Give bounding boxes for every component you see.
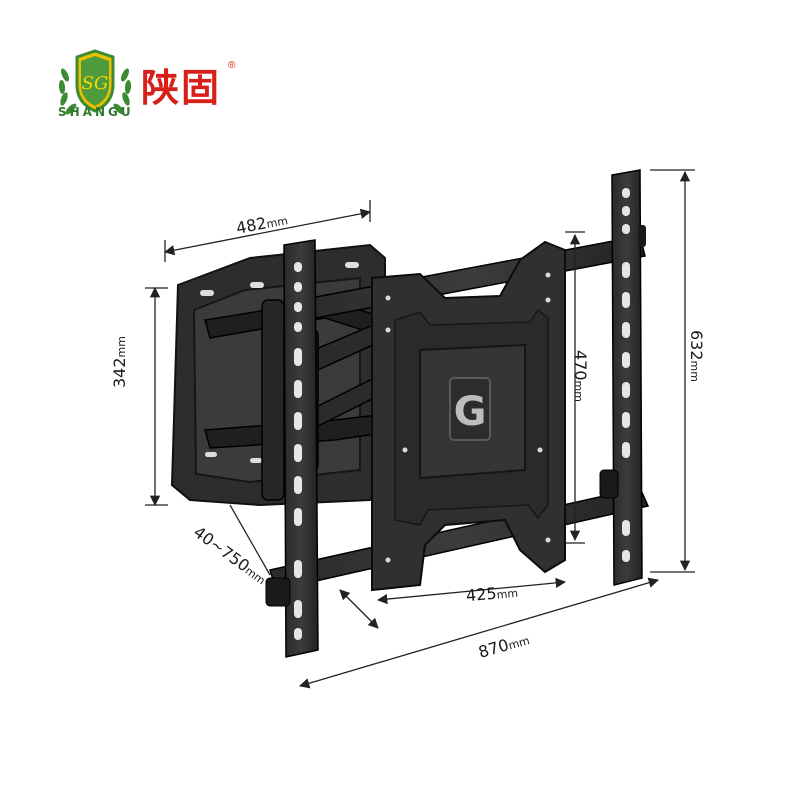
svg-text:G: G <box>454 389 487 435</box>
dim-vesa-height: 470mm <box>571 350 590 402</box>
dimension-lines <box>145 169 695 689</box>
right-tv-bracket <box>599 169 646 586</box>
vesa-plate: G <box>371 240 566 592</box>
g-logo-icon: G <box>449 377 491 441</box>
dim-overall-height: 632mm <box>687 330 706 382</box>
laurel-icon <box>58 68 132 115</box>
brand-logo: SG <box>58 49 132 115</box>
dim-wall-plate-height: 342mm <box>110 336 129 388</box>
shield-letters: SG <box>82 73 109 94</box>
brand-name-cn: 陕固 <box>141 65 222 110</box>
registered-mark: ® <box>228 60 236 71</box>
brand-name-en: SHANGU <box>58 105 134 119</box>
